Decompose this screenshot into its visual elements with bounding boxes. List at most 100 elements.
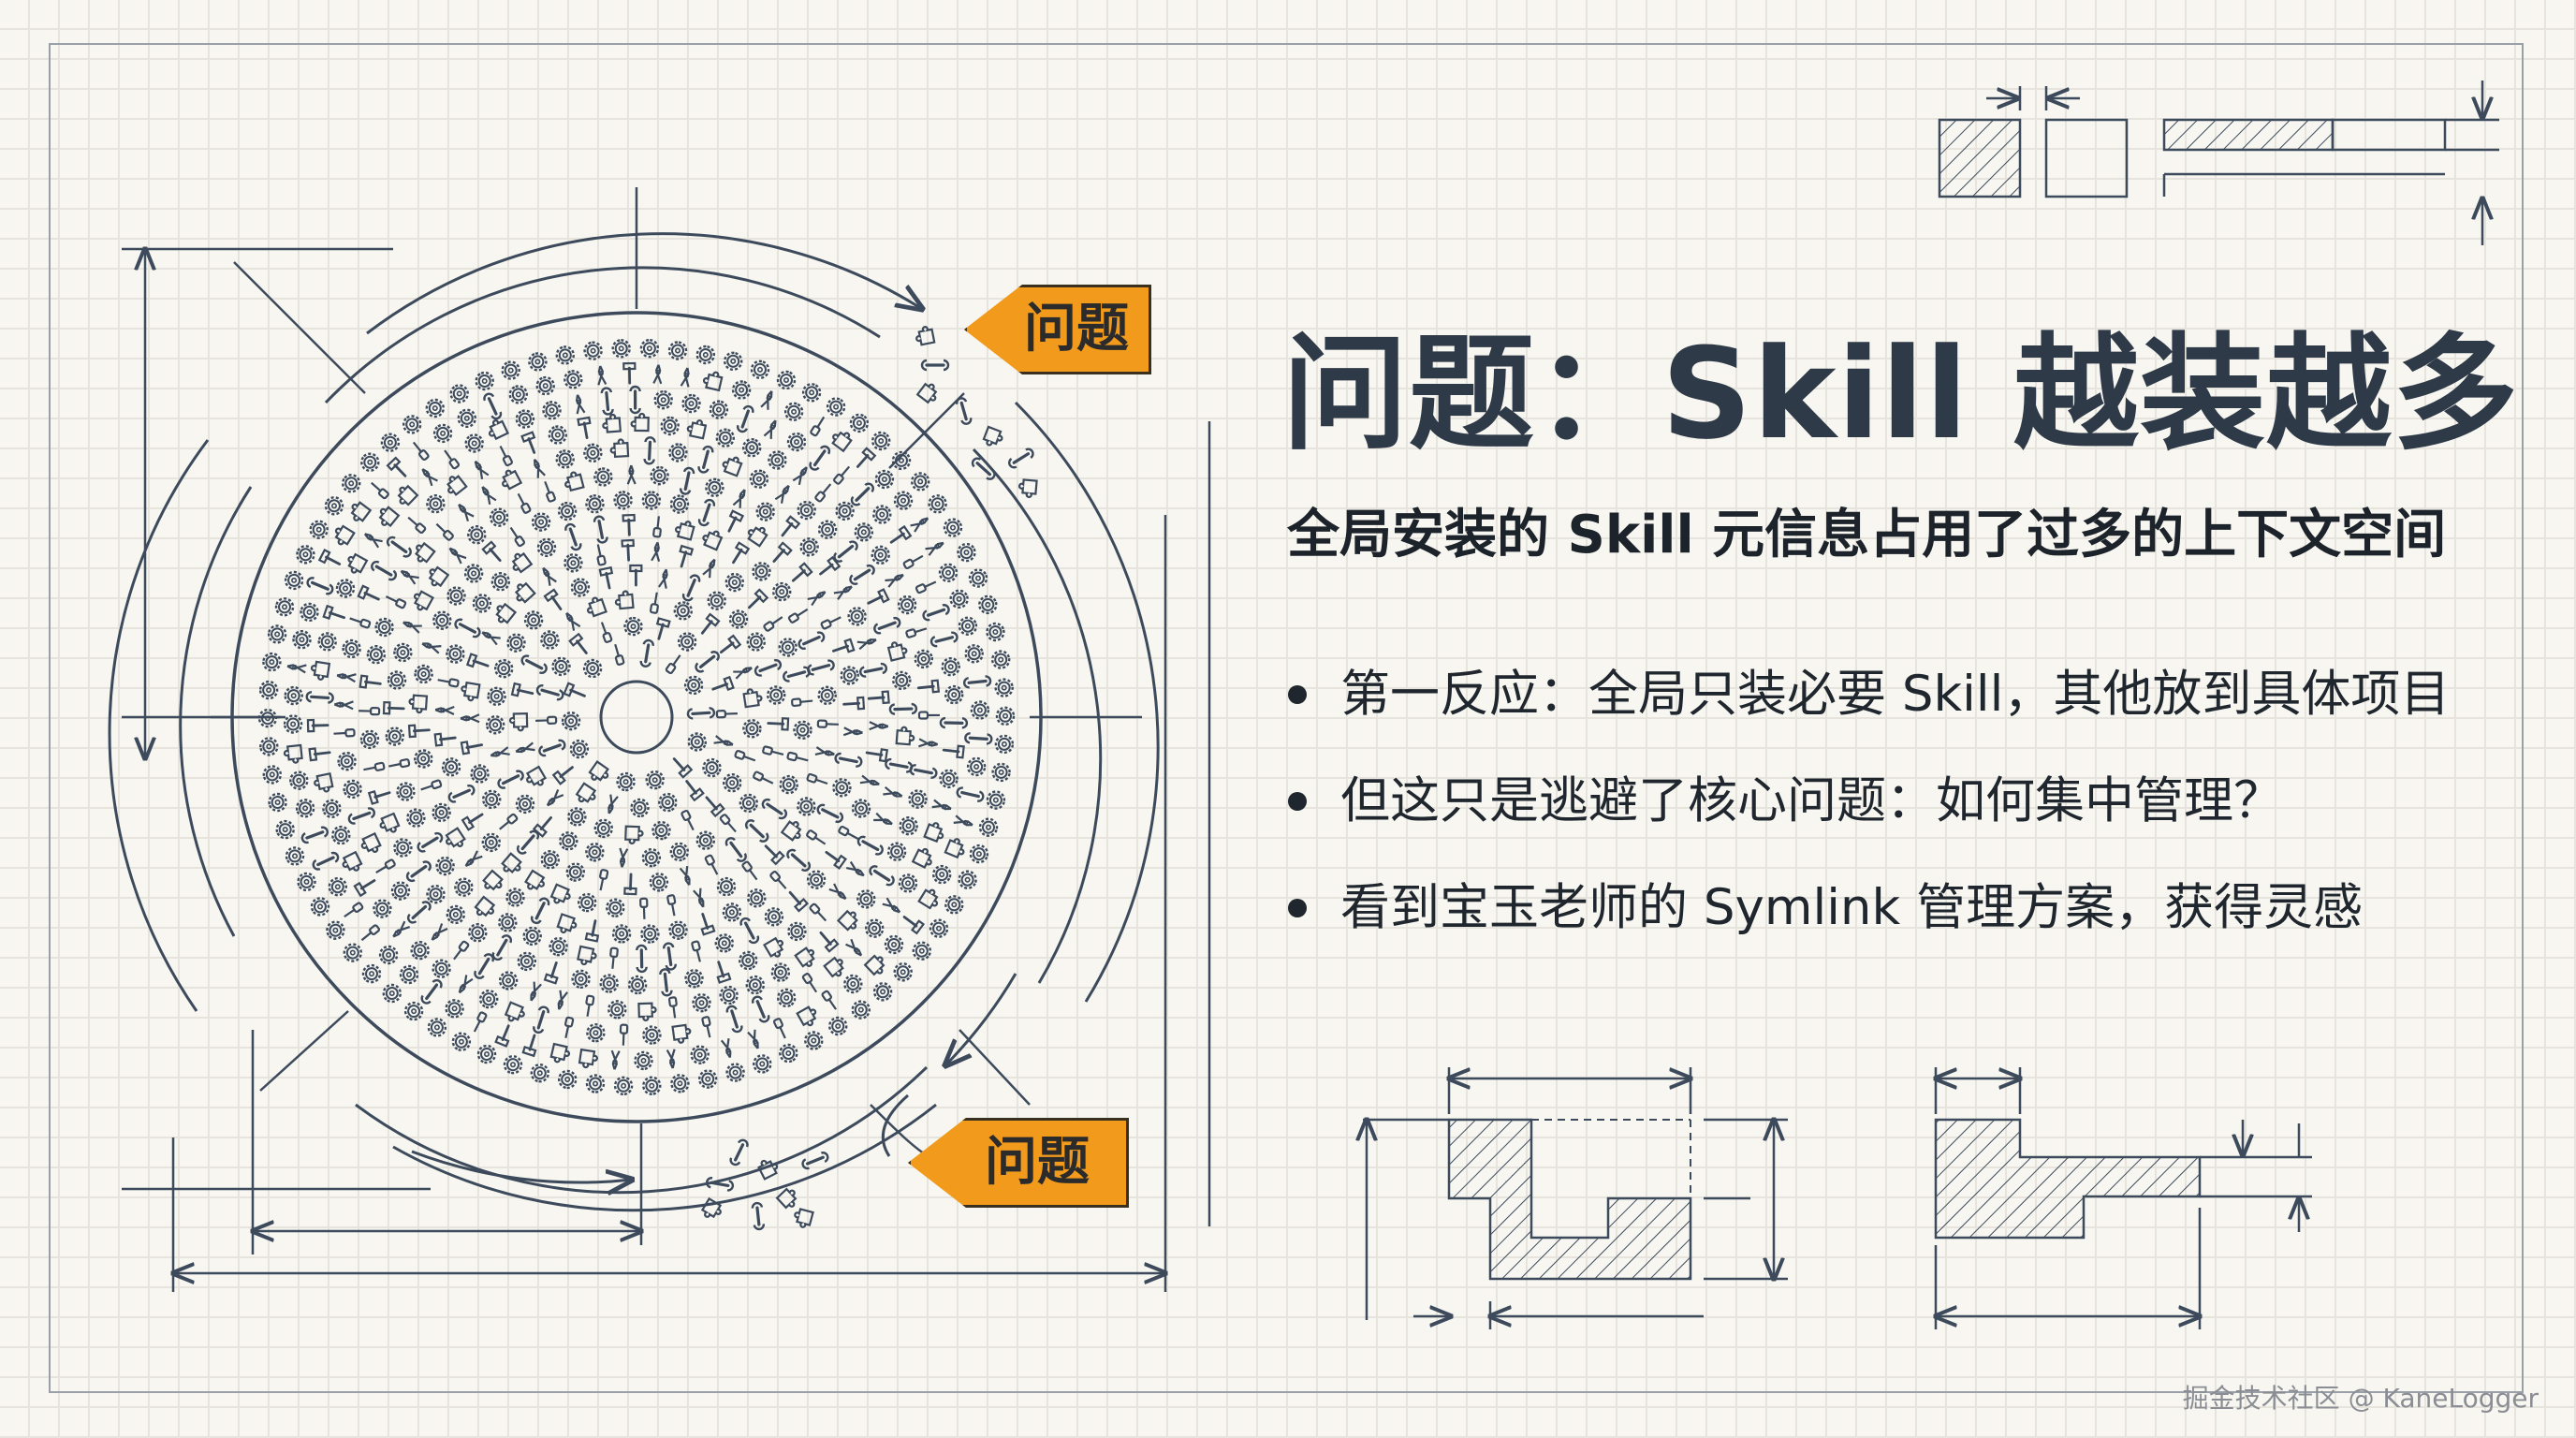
pliers-icon	[833, 585, 853, 600]
wrench-icon	[809, 445, 831, 471]
gear-icon	[331, 825, 351, 845]
gear-icon	[849, 413, 870, 433]
gear-icon	[506, 633, 526, 653]
screwdriver-icon	[681, 809, 695, 831]
gear-icon	[886, 842, 907, 861]
gear-icon	[690, 1045, 710, 1064]
puzzle-icon	[911, 847, 932, 869]
hammer-icon	[308, 747, 331, 762]
gear-icon	[627, 975, 648, 995]
puzzle-icon	[602, 413, 622, 433]
gear-icon	[799, 537, 819, 557]
gear-icon	[949, 589, 969, 609]
gear-icon	[540, 630, 560, 650]
pliers-icon	[732, 489, 746, 508]
gear-icon	[342, 474, 361, 493]
puzzle-icon	[831, 431, 853, 453]
puzzle-icon	[334, 524, 356, 546]
hammer-icon	[623, 873, 637, 896]
puzzle-icon	[508, 712, 529, 732]
pliers-icon	[760, 390, 773, 410]
gear-icon	[709, 400, 729, 419]
gear-icon	[267, 624, 287, 644]
bullet-list: 第一反应：全局只装必要 Skill，其他放到具体项目 但这只是逃避了核心问题：如…	[1282, 661, 2450, 981]
puzzle-icon	[408, 694, 429, 714]
wrench-icon	[922, 604, 950, 622]
gear-icon	[578, 892, 597, 913]
gear-icon	[390, 881, 411, 901]
gear-icon	[994, 734, 1015, 755]
screwdriver-icon	[753, 770, 774, 785]
screwdriver-icon	[360, 924, 381, 942]
hammer-icon	[621, 538, 635, 562]
gear-icon	[623, 616, 643, 637]
gear-icon	[410, 941, 430, 961]
gear-icon	[582, 658, 603, 679]
hammer-icon	[494, 1024, 510, 1048]
puzzle-icon	[923, 822, 944, 844]
puzzle-icon	[915, 326, 936, 346]
hammer-icon	[865, 748, 889, 763]
wrench-icon	[956, 786, 985, 802]
wrench-icon	[816, 803, 844, 824]
gear-icon	[476, 1044, 497, 1064]
gear-icon	[567, 807, 587, 827]
wrench-icon	[686, 707, 716, 720]
gear-icon	[309, 520, 329, 539]
hammer-icon	[577, 416, 592, 440]
pliers-icon	[607, 794, 619, 814]
hammer-icon	[481, 540, 502, 563]
gear-icon	[941, 657, 960, 677]
pliers-icon	[333, 700, 354, 711]
gear-icon	[446, 904, 465, 925]
gear-icon	[783, 402, 804, 421]
gear-icon	[498, 913, 518, 932]
gear-icon	[366, 645, 387, 665]
screwdriver-icon	[600, 622, 613, 643]
puzzle-icon	[886, 641, 908, 662]
gear-icon	[797, 500, 816, 521]
wrench-icon	[538, 739, 566, 757]
puzzle-icon	[742, 688, 763, 709]
hammer-icon	[819, 931, 840, 953]
gear-icon	[425, 398, 445, 418]
gear-icon	[786, 432, 807, 452]
wrench-icon	[533, 1005, 549, 1034]
gear-icon	[402, 415, 422, 434]
screwdriver-icon	[915, 580, 937, 594]
screwdriver-icon	[786, 751, 809, 762]
gear-icon	[565, 862, 585, 882]
hammer-icon	[672, 757, 694, 779]
wrench-icon	[697, 445, 714, 474]
gear-icon	[494, 659, 514, 679]
puzzle-icon	[413, 590, 435, 611]
screwdriver-icon	[816, 719, 839, 728]
pliers-icon	[542, 566, 557, 586]
puzzle-icon	[762, 936, 784, 958]
gear-icon	[722, 902, 742, 922]
puzzle-icon	[350, 501, 373, 522]
wrench-icon	[629, 385, 641, 415]
gear-icon	[535, 375, 555, 396]
screwdriver-icon	[719, 814, 737, 833]
screwdriver-icon	[917, 711, 941, 720]
screwdriver-icon	[801, 973, 818, 993]
gear-icon	[343, 779, 362, 800]
hammer-icon	[317, 549, 342, 565]
gear-icon	[897, 594, 917, 615]
hammer-icon	[700, 913, 716, 936]
gear-icon	[899, 816, 918, 836]
gear-icon	[616, 771, 636, 792]
gear-icon	[714, 933, 734, 953]
hammer-icon	[367, 789, 391, 805]
gear-icon	[641, 491, 662, 510]
gear-icon	[531, 512, 551, 532]
gear-icon	[893, 962, 913, 982]
gear-icon	[817, 685, 837, 705]
gear-icon	[503, 1054, 523, 1075]
gear-icon	[958, 616, 978, 636]
screwdriver-icon	[564, 1016, 575, 1038]
wrench-icon	[850, 482, 874, 506]
gear-icon	[770, 962, 791, 982]
gear-icon	[268, 792, 287, 813]
